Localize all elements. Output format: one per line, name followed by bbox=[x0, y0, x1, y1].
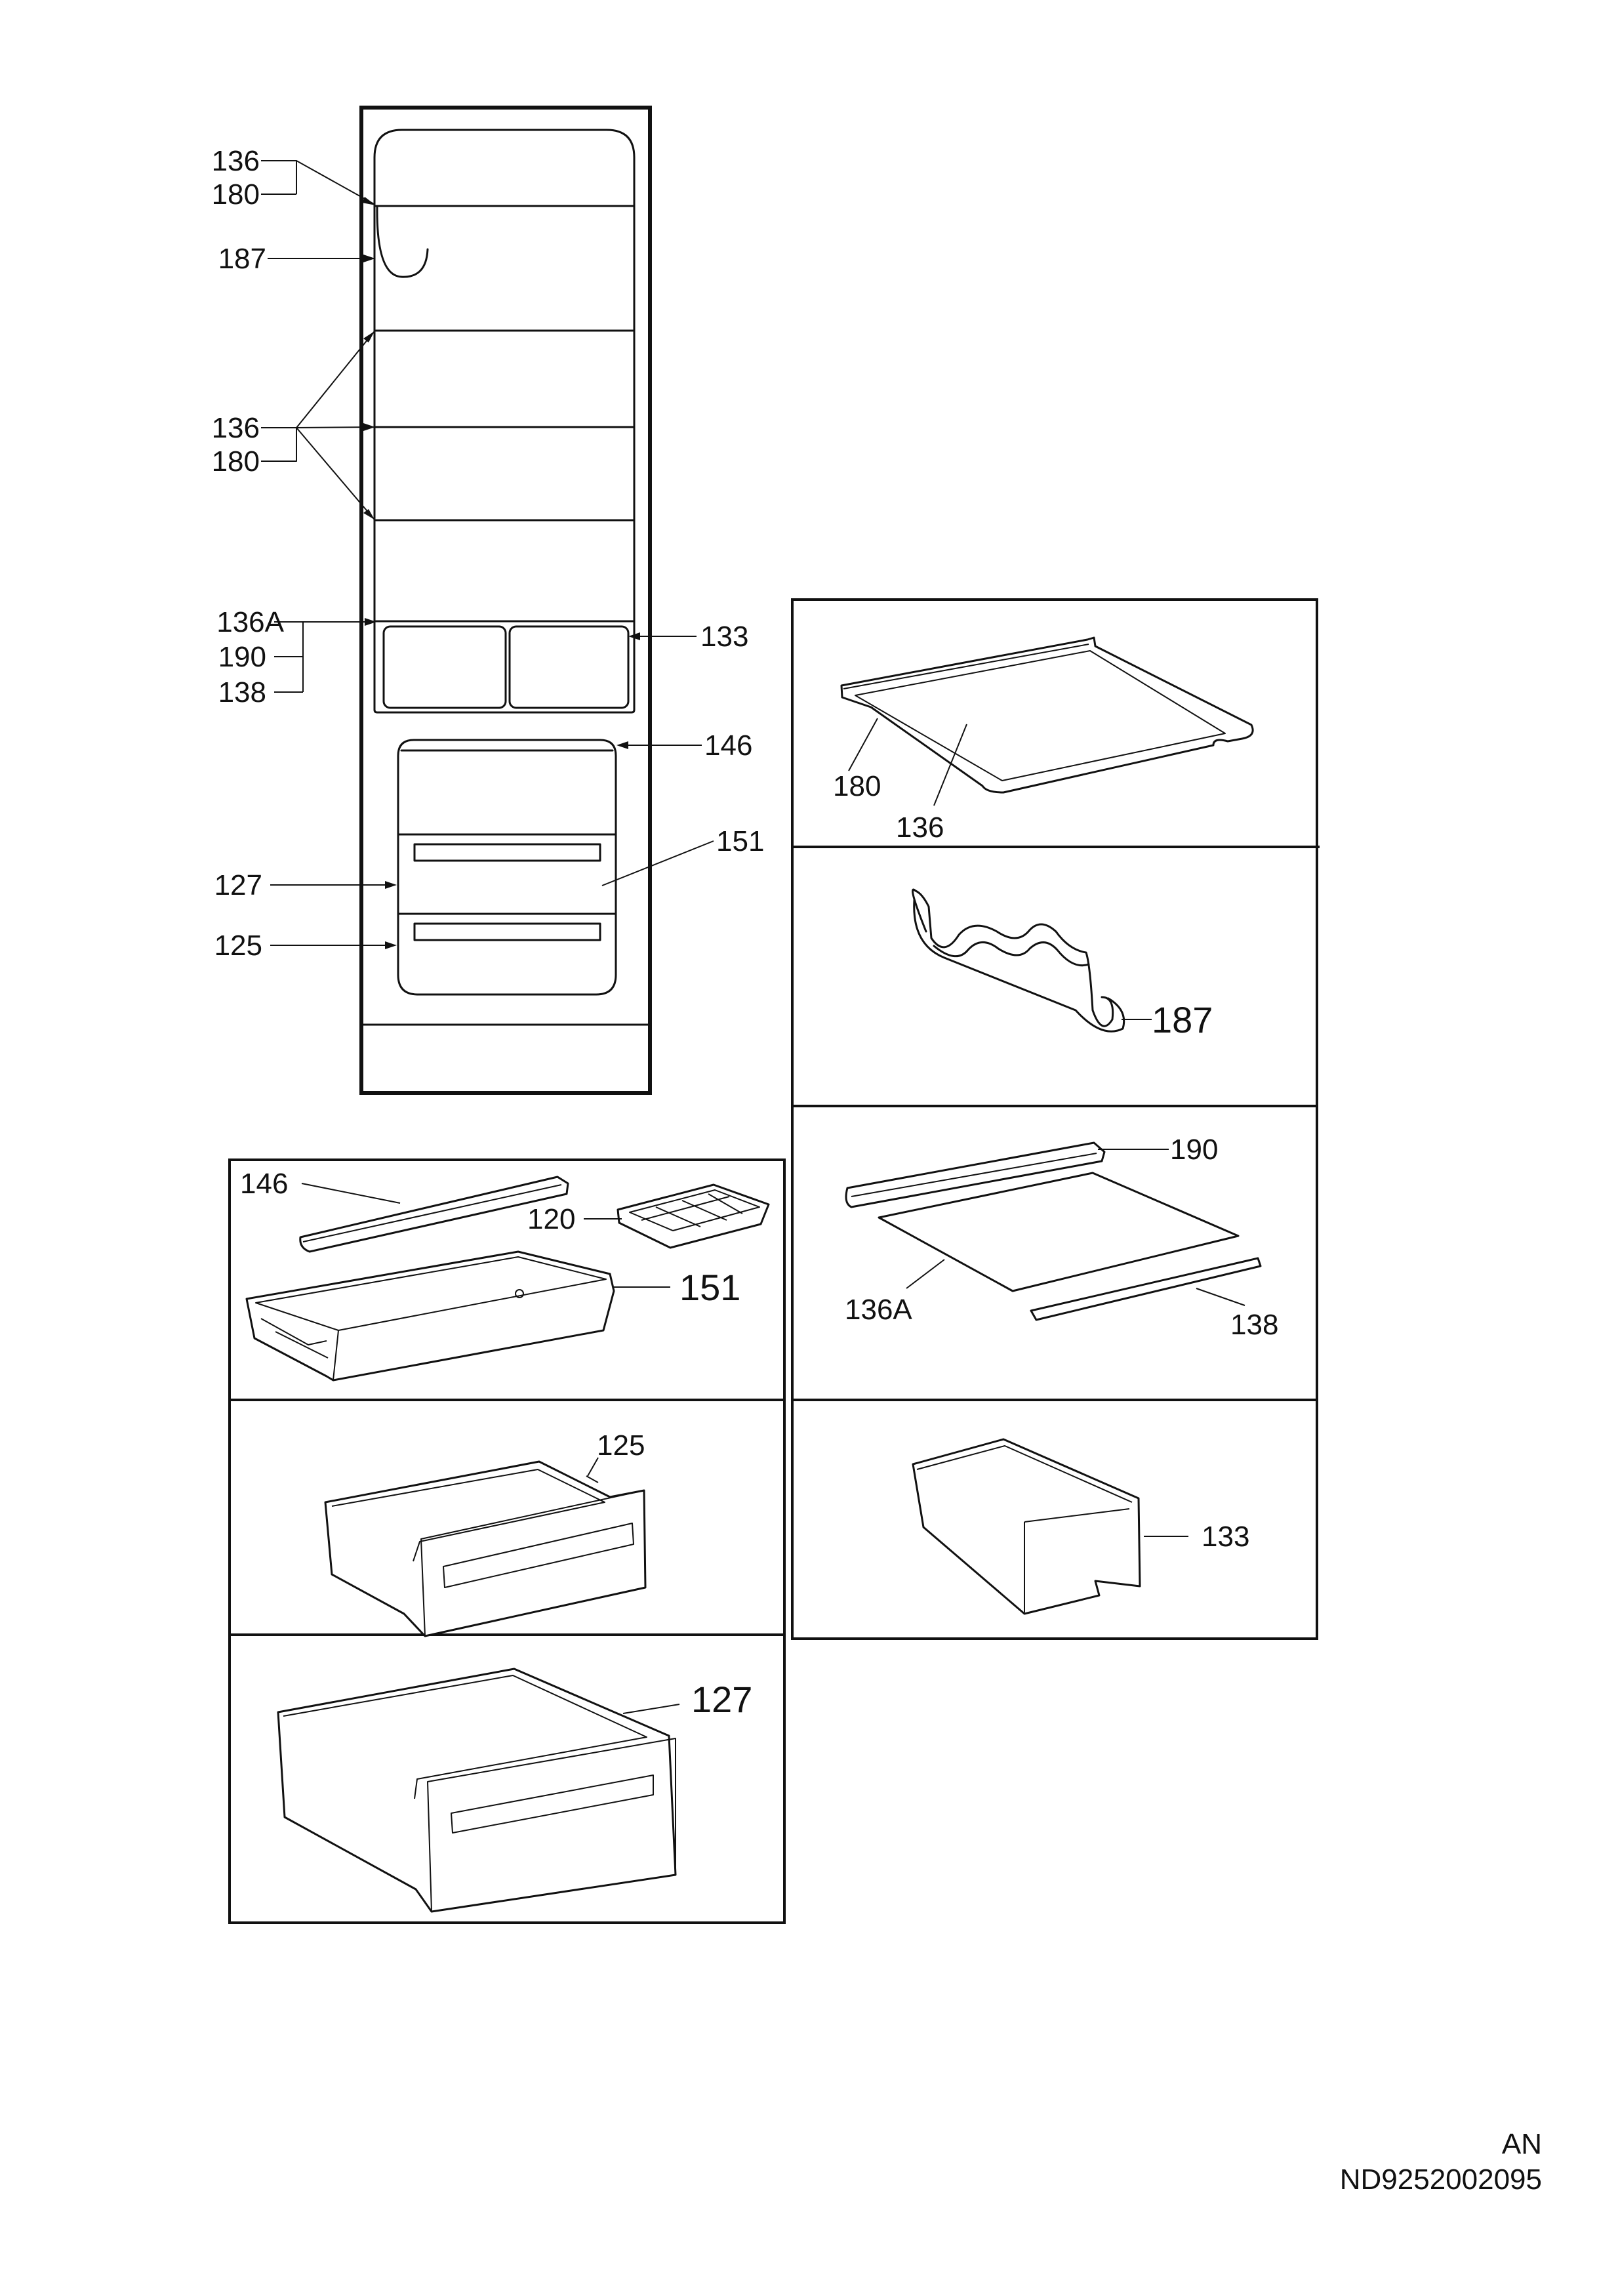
label-rack-187: 187 bbox=[1152, 999, 1213, 1040]
cabinet-outline bbox=[359, 106, 652, 1095]
label-trim-190: 190 bbox=[1170, 1134, 1218, 1166]
crisper-bin-133 bbox=[912, 1438, 1188, 1615]
shelf-frame-180 bbox=[840, 636, 1254, 794]
drawer-125-handle bbox=[443, 1523, 634, 1588]
fridge-label-136-top: 136 bbox=[212, 145, 260, 177]
label-drawer-125: 125 bbox=[597, 1429, 645, 1462]
glass-136A bbox=[878, 1172, 1240, 1292]
fridge-label-127: 127 bbox=[214, 869, 262, 901]
freezer-compartment bbox=[397, 739, 617, 996]
freezer-drawer-handle-1 bbox=[413, 843, 601, 862]
trim-146 bbox=[299, 1176, 569, 1253]
bin-body bbox=[912, 1438, 1141, 1615]
rack-wire-front bbox=[912, 888, 1114, 1027]
ice-tray-120 bbox=[617, 1183, 770, 1249]
footer-code-an: AN bbox=[1501, 2128, 1542, 2160]
freezer-drawer-handle-2 bbox=[413, 922, 601, 941]
fridge-label-187: 187 bbox=[218, 243, 266, 275]
label-glass-136A: 136A bbox=[845, 1294, 912, 1326]
label-ice-tray-120: 120 bbox=[527, 1203, 575, 1235]
trim-138 bbox=[1030, 1257, 1262, 1321]
fridge-label-146: 146 bbox=[704, 729, 752, 762]
fridge-label-180-mid: 180 bbox=[212, 445, 260, 478]
drawer-127-handle bbox=[451, 1774, 654, 1834]
drawer-127-body bbox=[277, 1668, 677, 1913]
left-panel-frames bbox=[228, 1158, 786, 1924]
right-panel-frames bbox=[791, 598, 1320, 1640]
label-trim-138: 138 bbox=[1230, 1309, 1278, 1341]
shelf-glass-136 bbox=[855, 650, 1226, 781]
fridge-label-136A: 136A bbox=[216, 606, 284, 638]
freezer-tray-151 bbox=[245, 1250, 615, 1382]
crisper-bin-right bbox=[508, 625, 630, 709]
fridge-cabinet bbox=[359, 106, 652, 1095]
fridge-label-151: 151 bbox=[716, 825, 764, 857]
freezer-tray-assembly bbox=[245, 1176, 770, 1382]
label-shelf-180: 180 bbox=[833, 770, 881, 802]
fridge-compartment bbox=[373, 129, 636, 714]
fridge-label-180-top: 180 bbox=[212, 178, 260, 211]
freezer-drawer-125 bbox=[324, 1457, 647, 1637]
fridge-label-133: 133 bbox=[700, 621, 748, 653]
fridge-label-190: 190 bbox=[218, 641, 266, 673]
fridge-label-138: 138 bbox=[218, 676, 266, 708]
label-drawer-127: 127 bbox=[691, 1679, 752, 1720]
freezer-drawer-127 bbox=[277, 1668, 680, 1913]
bottle-rack-187 bbox=[912, 888, 1152, 1033]
label-bin-133: 133 bbox=[1202, 1521, 1249, 1553]
drawer-125-body bbox=[324, 1460, 647, 1637]
label-trim-146: 146 bbox=[240, 1168, 288, 1200]
bottle-rack-sketch bbox=[376, 206, 429, 278]
shelf-assembly-136-180 bbox=[840, 636, 1254, 806]
crisper-bin-left bbox=[382, 625, 507, 709]
glass-shelf-assembly-190-136A-138 bbox=[845, 1141, 1262, 1321]
label-tray-151: 151 bbox=[679, 1267, 740, 1308]
fridge-leaders bbox=[261, 160, 714, 949]
label-shelf-136: 136 bbox=[896, 811, 944, 844]
fridge-label-125: 125 bbox=[214, 930, 262, 962]
footer-document-number: ND9252002095 bbox=[1339, 2163, 1542, 2196]
fridge-label-136-mid: 136 bbox=[212, 412, 260, 444]
